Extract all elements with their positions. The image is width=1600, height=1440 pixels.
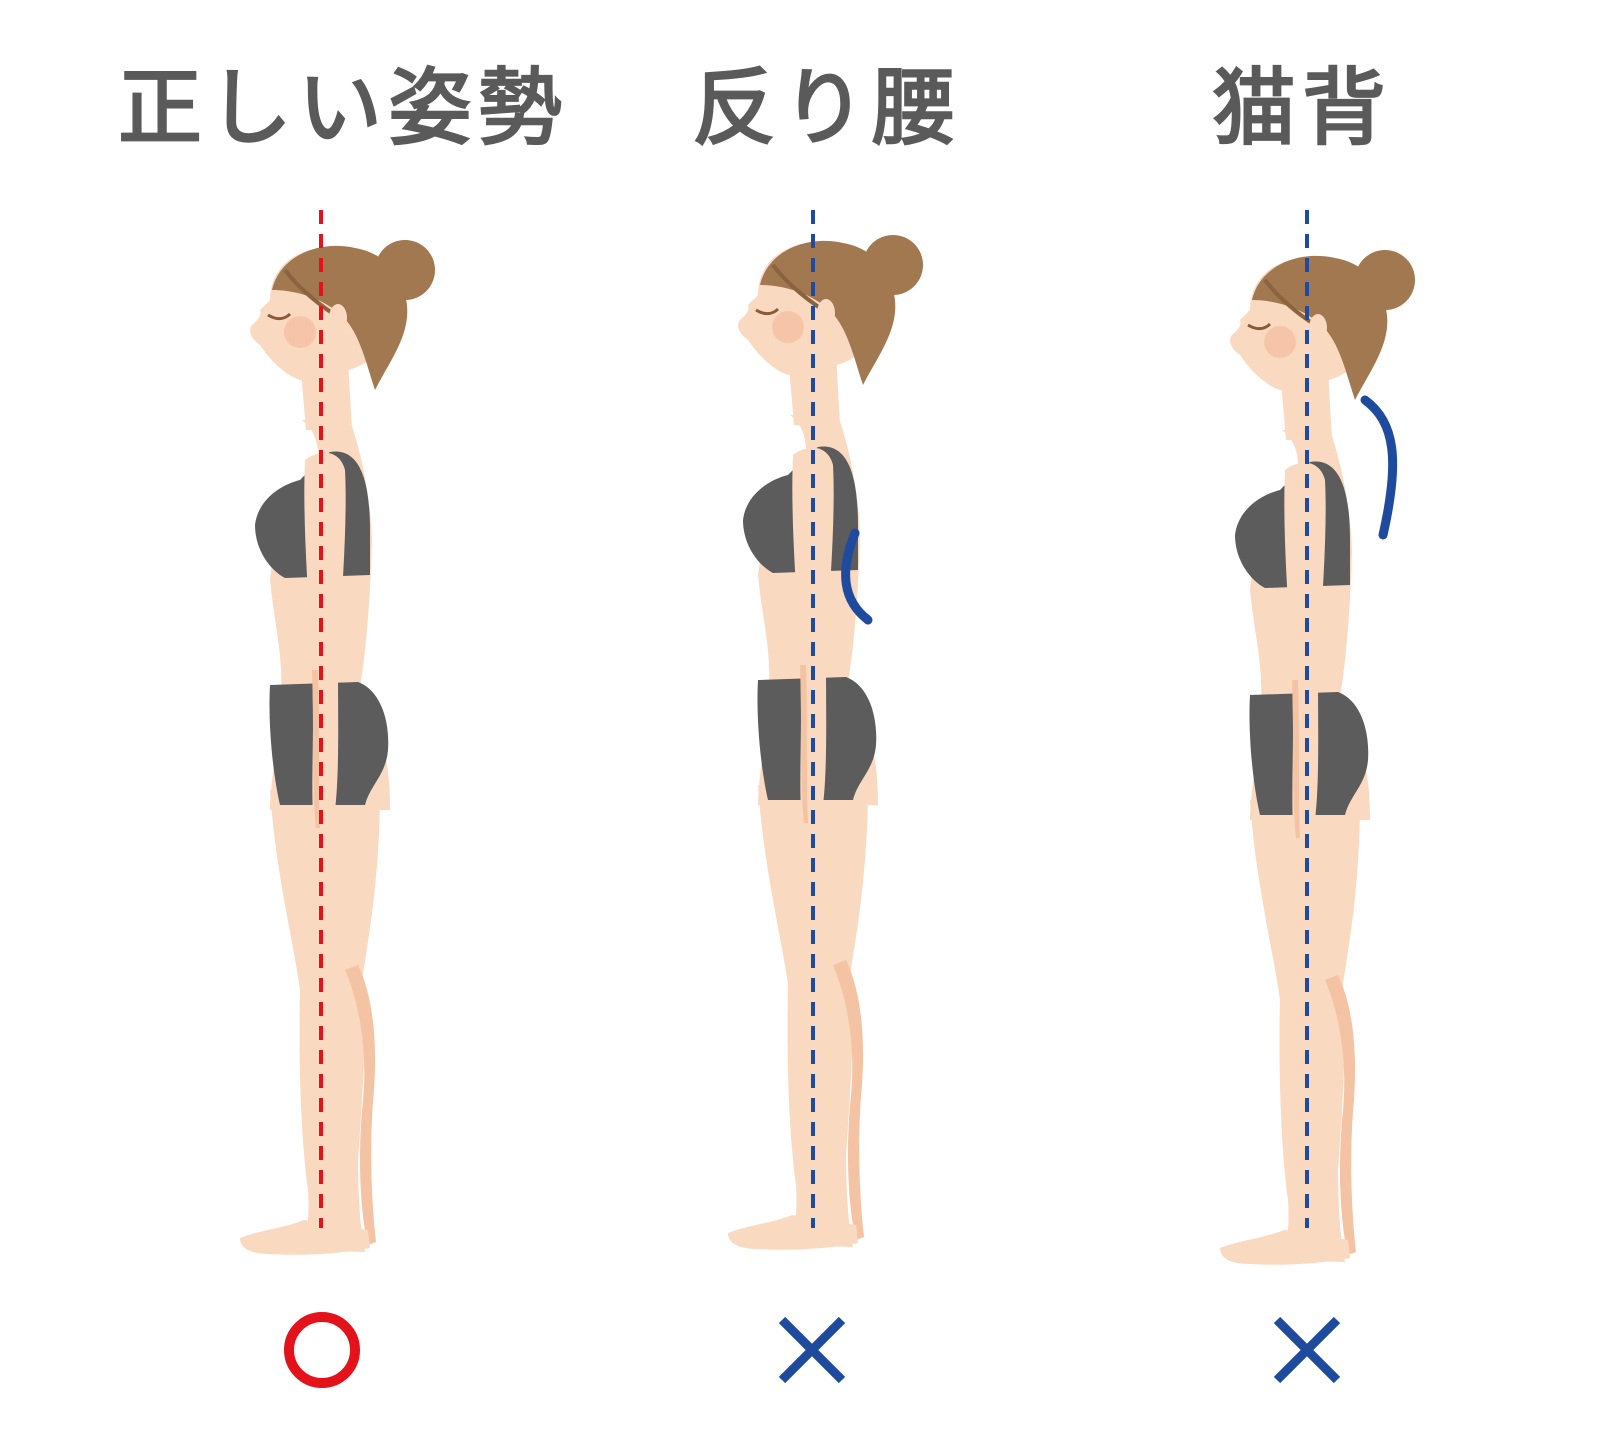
woman-illustration-hunchback xyxy=(1218,210,1417,1267)
woman-illustration-swayback xyxy=(726,210,925,1252)
figure-swayback xyxy=(720,200,1040,1260)
title-swayback: 反り腰 xyxy=(692,59,963,157)
title-hunchback: 猫背 xyxy=(1212,59,1393,157)
figure-hunchback xyxy=(1215,200,1535,1267)
good-circle-icon xyxy=(277,1305,367,1395)
bad-cross-icon xyxy=(767,1305,857,1395)
figure-correct-posture xyxy=(230,200,550,1260)
woman-illustration-correct xyxy=(238,210,437,1257)
lower-back-curve-indicator xyxy=(841,528,873,625)
upper-back-curve-indicator xyxy=(1360,395,1398,540)
bad-cross-icon xyxy=(1262,1305,1352,1395)
title-correct-posture: 正しい姿勢 xyxy=(118,59,569,157)
